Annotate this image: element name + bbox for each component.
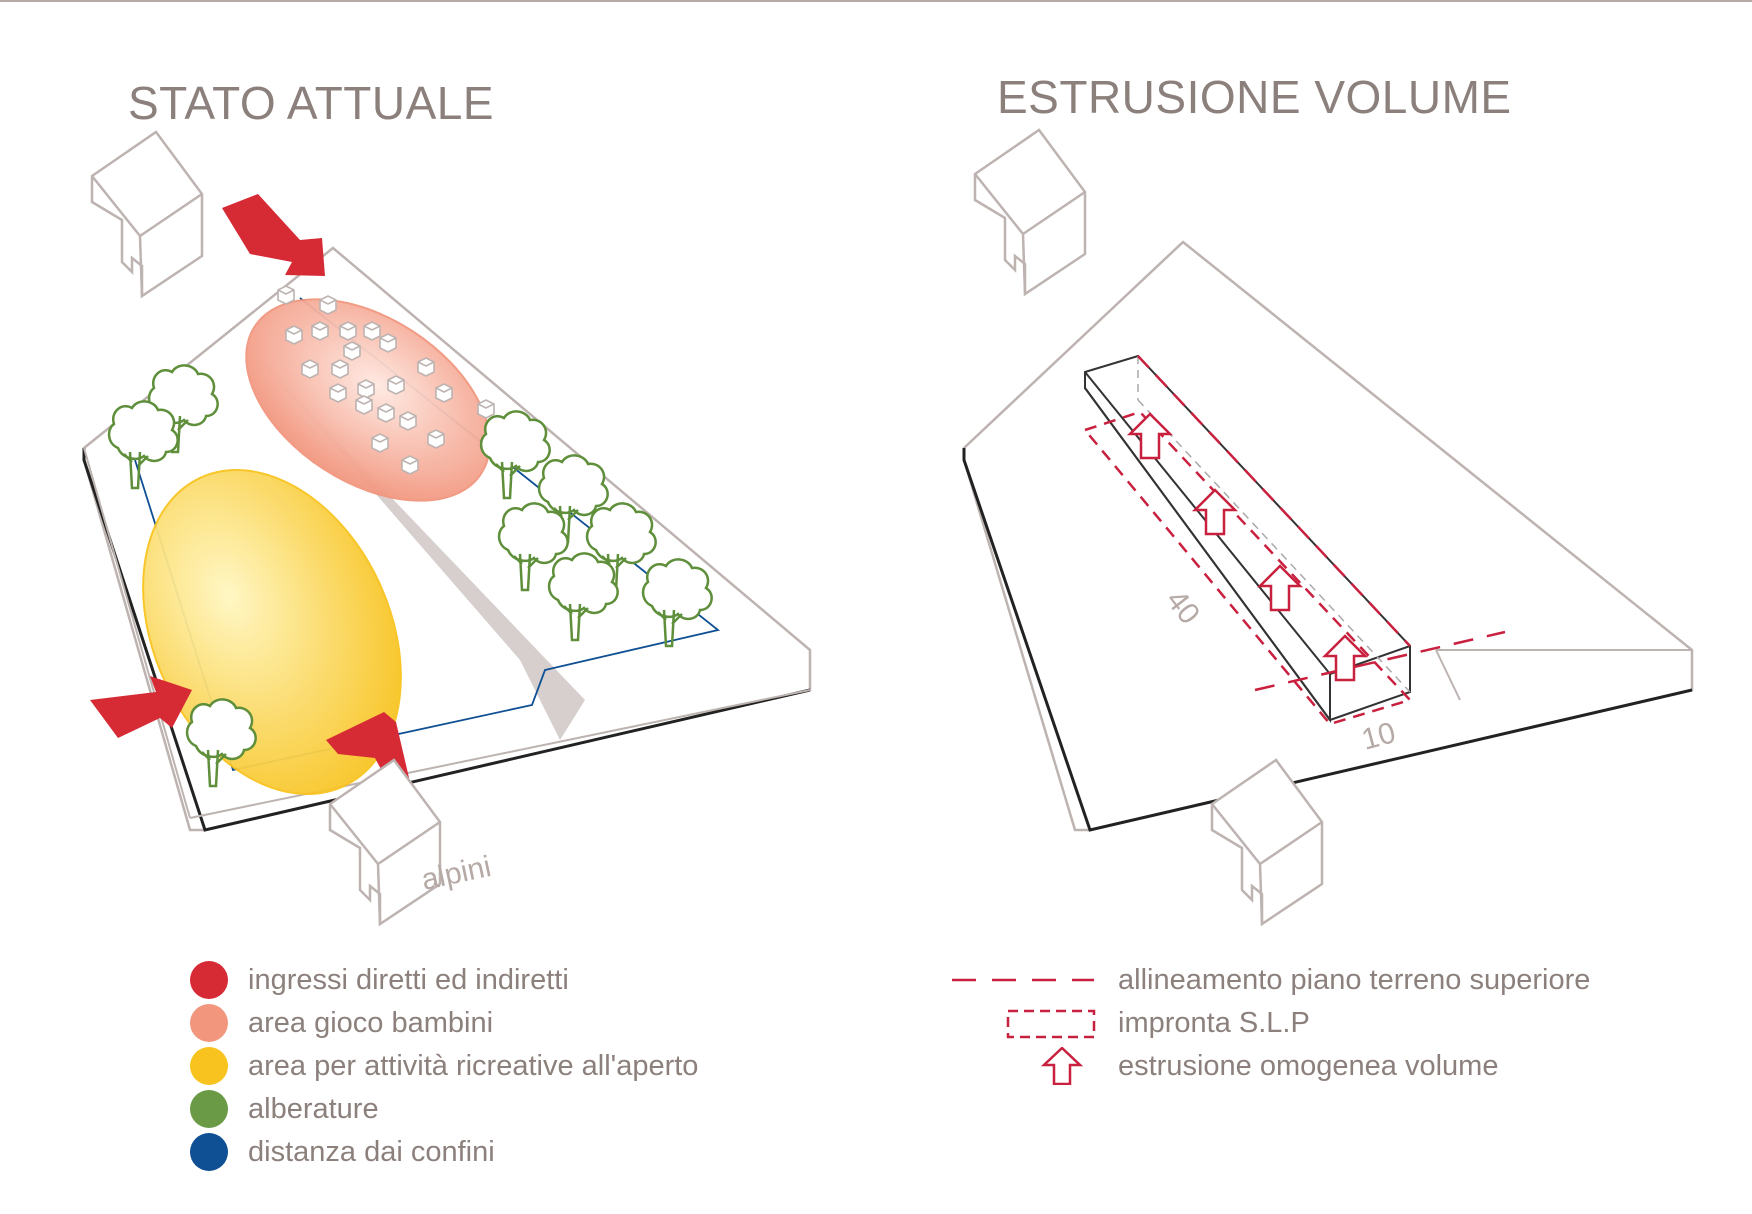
legend-item-estrusione: estrusione omogenea volume (948, 1046, 1498, 1086)
legend-item-distanza: distanza dai confini (190, 1132, 495, 1172)
slope-ridge-left (255, 355, 585, 740)
legend-item-alberature: alberature (190, 1089, 379, 1129)
house-left-top (90, 130, 204, 298)
dashed-rectangle-icon (1006, 1009, 1096, 1039)
legend-item-area-ricreative: area per attività ricreative all'aperto (190, 1046, 698, 1086)
terrain-right (962, 240, 1694, 832)
legend-label: ingressi diretti ed indiretti (248, 963, 569, 996)
entrance-arrow-left (90, 676, 192, 738)
footprint-slp-dashed (1084, 410, 1413, 726)
panel-title-stato-attuale: STATO ATTUALE (128, 77, 495, 129)
legend-label: area per attività ricreative all'aperto (248, 1049, 699, 1082)
ground-alignment-dashed (1137, 355, 1506, 692)
dashed-line-icon (952, 978, 1094, 982)
top-border-line (0, 0, 1752, 2)
yellow-dot-icon (190, 1047, 228, 1085)
up-arrow-outline-icon (1040, 1047, 1084, 1085)
legend-label: impronta S.L.P (1118, 1006, 1310, 1039)
house-right-top (973, 128, 1087, 296)
legend-item-area-gioco: area gioco bambini (190, 1003, 493, 1043)
red-dot-icon (190, 961, 228, 999)
blue-dot-icon (190, 1133, 228, 1171)
legend-item-impronta: impronta S.L.P (948, 1003, 1310, 1043)
salmon-dot-icon (190, 1004, 228, 1042)
panel-title-estrusione-volume: ESTRUSIONE VOLUME (997, 71, 1512, 123)
entrance-arrow-top (222, 194, 325, 276)
legend-item-ingressi: ingressi diretti ed indiretti (190, 960, 569, 1000)
legend-item-allineamento: allineamento piano terreno superiore (948, 960, 1590, 1000)
legend-label: allineamento piano terreno superiore (1118, 963, 1591, 996)
legend-label: distanza dai confini (248, 1135, 495, 1168)
legend-label: area gioco bambini (248, 1006, 494, 1039)
legend-label: alberature (248, 1092, 379, 1125)
legend-label: estrusione omogenea volume (1118, 1049, 1499, 1082)
green-dot-icon (190, 1090, 228, 1128)
